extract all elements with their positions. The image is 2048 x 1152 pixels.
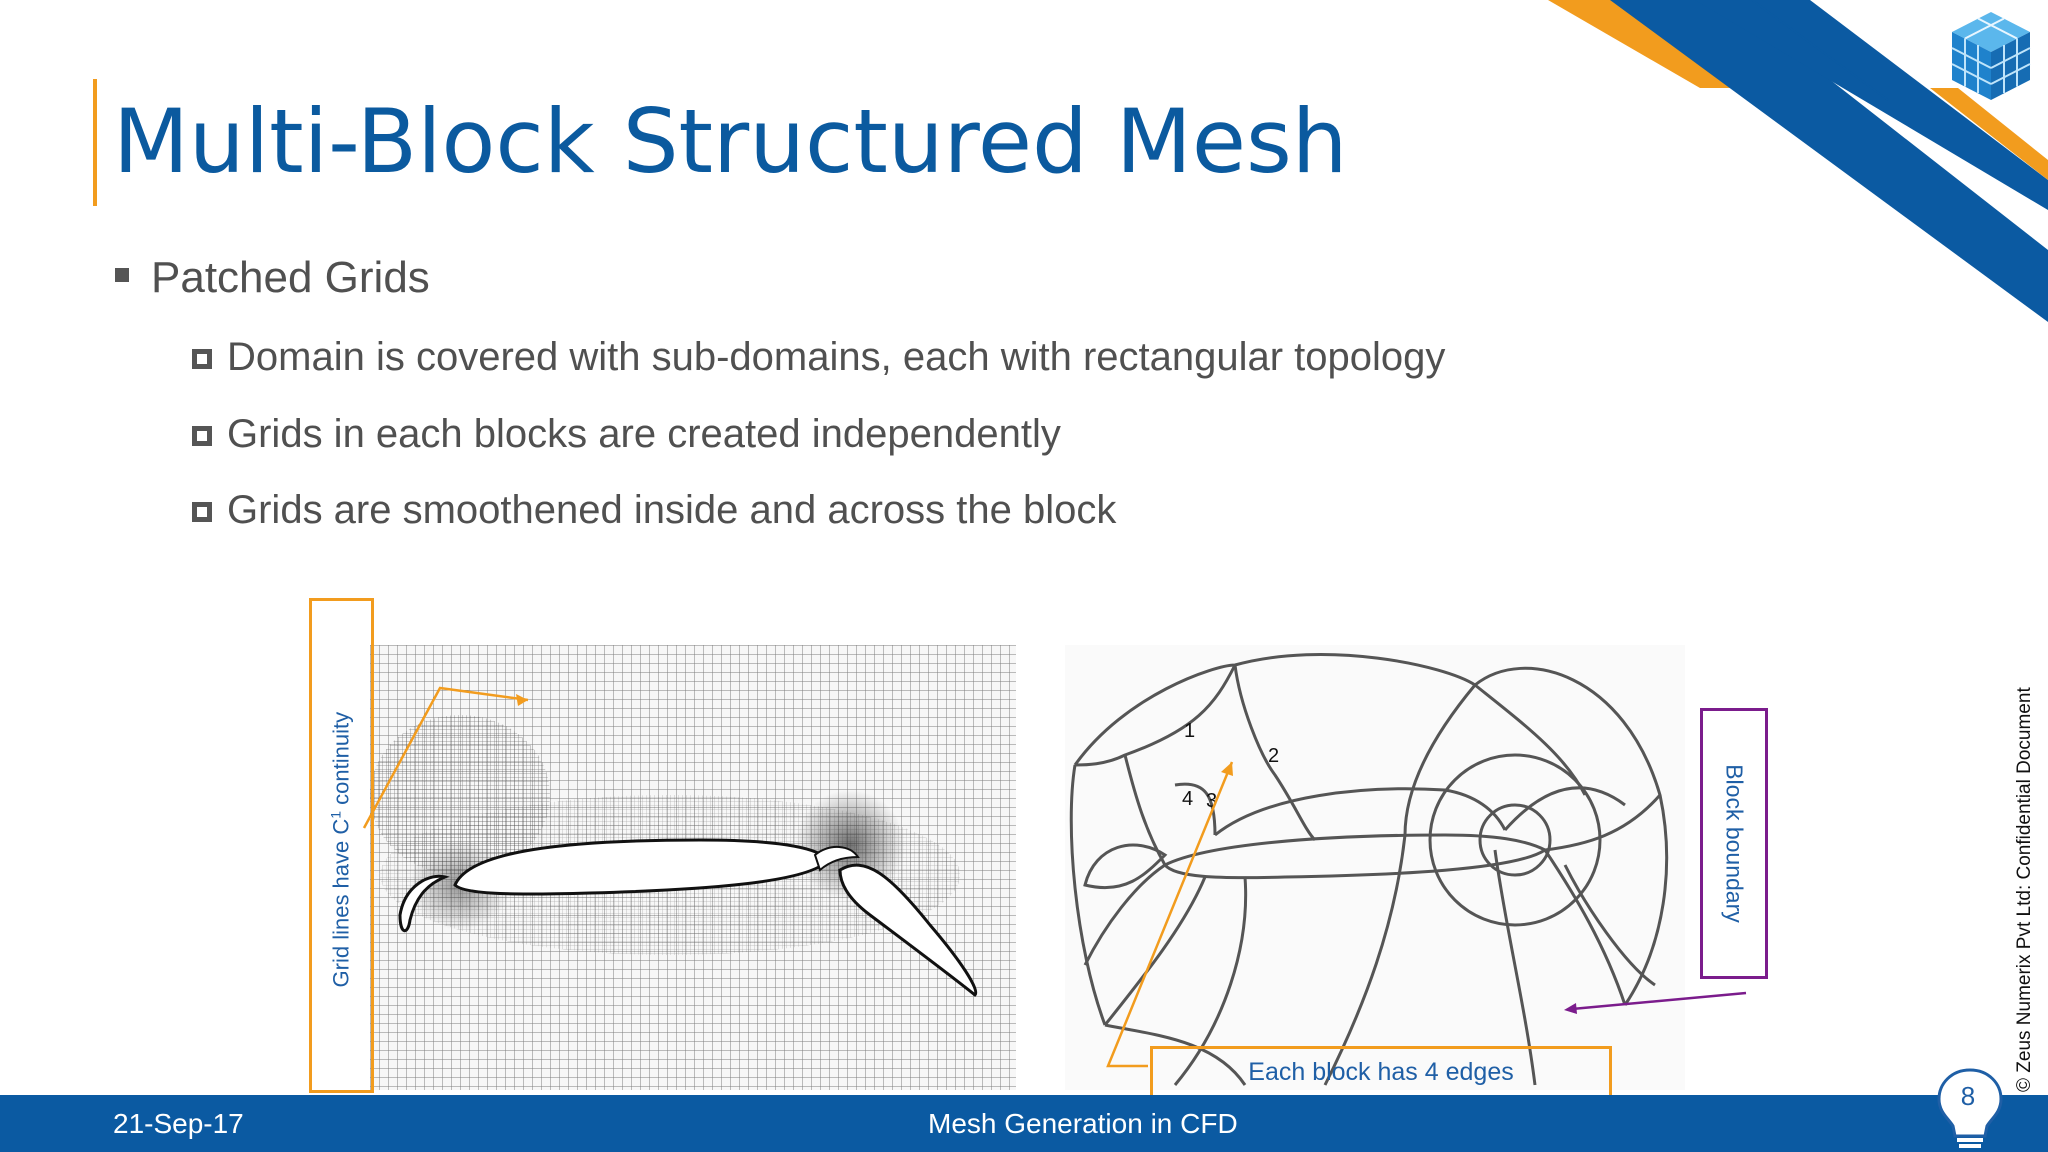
sub-bullet-text: Grids are smoothened inside and across t… <box>227 488 1117 532</box>
title-accent-bar <box>93 79 97 206</box>
block-boundary-label: Block boundary <box>1721 764 1748 923</box>
continuity-arrow <box>362 686 529 829</box>
footer-bar <box>0 1095 2048 1152</box>
edges-arrow <box>1106 761 1234 1068</box>
bullet-text: Patched Grids <box>151 253 430 302</box>
edge-number-4: 4 <box>1182 788 1194 810</box>
edges-callout-label: Each block has 4 edges <box>1248 1058 1514 1086</box>
footer-date: 21-Sep-17 <box>113 1108 244 1139</box>
lightbulb-icon <box>1937 1068 2003 1148</box>
corner-decoration <box>1548 0 2048 322</box>
airfoil-mesh-image <box>370 645 1016 1090</box>
edge-number-2: 2 <box>1268 745 1280 767</box>
square-bullet-icon <box>115 268 129 282</box>
sub-bullet-text: Domain is covered with sub-domains, each… <box>227 335 1446 379</box>
sub-bullet-text: Grids in each blocks are created indepen… <box>227 412 1061 456</box>
hollow-square-bullet-icon <box>192 349 212 369</box>
block-topology-image <box>1065 645 1685 1090</box>
page-number: 8 <box>1960 1081 1976 1111</box>
block-boundary-arrow <box>1564 991 1747 1014</box>
copyright-notice: © Zeus Numerix Pvt Ltd: Confidential Doc… <box>2014 687 2035 1092</box>
continuity-callout-label: Grid lines have C1 continuity <box>327 711 354 988</box>
slide-title: Multi-Block Structured Mesh <box>113 90 1348 193</box>
hollow-square-bullet-icon <box>192 502 212 522</box>
footer-title: Mesh Generation in CFD <box>928 1108 1238 1139</box>
hollow-square-bullet-icon <box>192 426 212 446</box>
edge-number-1: 1 <box>1184 720 1196 742</box>
edge-number-3: 3 <box>1206 790 1218 812</box>
cube-logo-icon <box>1951 12 2031 100</box>
continuity-callout-box <box>309 598 374 1093</box>
block-boundary-callout-box <box>1700 708 1768 979</box>
